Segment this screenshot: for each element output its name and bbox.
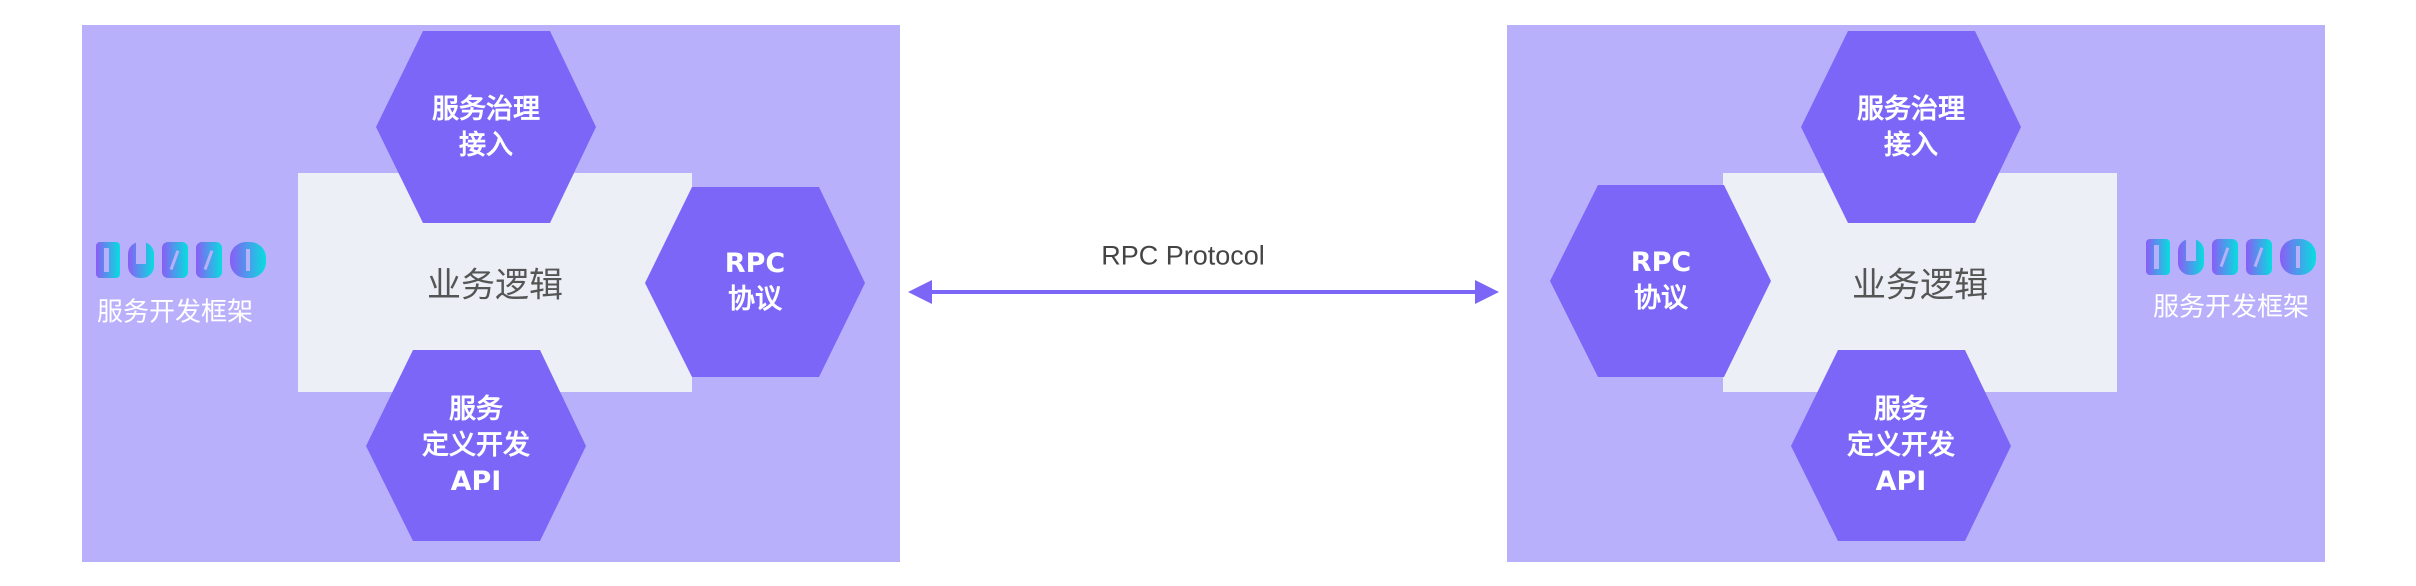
api-line: 服务 xyxy=(1874,394,1928,425)
api-line: 服务 xyxy=(449,394,503,425)
governance-line: 服务治理 xyxy=(432,94,540,125)
left-framework-label: 服务开发框架 xyxy=(96,297,254,328)
right-dubbo-logo xyxy=(2146,239,2318,279)
rpc-line: 协议 xyxy=(1634,283,1688,314)
left-dubbo-logo xyxy=(96,242,268,282)
rpc-protocol-label: RPC Protocol xyxy=(1101,240,1265,271)
right-rpc-hexagon xyxy=(1550,185,1771,377)
right-core-label: 业务逻辑 xyxy=(1852,265,1988,306)
api-line: API xyxy=(450,466,502,497)
left-rpc-label: RPC 协议 xyxy=(725,246,785,318)
left-governance-label: 服务治理接入 xyxy=(432,92,540,164)
right-governance-hexagon xyxy=(1801,31,2021,223)
left-api-label: 服务定义开发 API xyxy=(422,392,530,500)
dubbo-logo-icon xyxy=(2146,239,2316,275)
right-framework-label: 服务开发框架 xyxy=(2152,292,2310,323)
right-governance-label: 服务治理接入 xyxy=(1857,92,1965,164)
api-line: 定义开发 xyxy=(1847,430,1955,461)
rpc-line: 协议 xyxy=(728,284,782,315)
governance-line: 接入 xyxy=(1884,130,1938,161)
right-rpc-label: RPC 协议 xyxy=(1631,245,1691,317)
rpc-line: RPC xyxy=(1630,247,1692,278)
left-rpc-hexagon xyxy=(645,187,865,377)
dubbo-logo-icon xyxy=(96,242,266,278)
left-api-hexagon xyxy=(366,350,586,541)
api-line: API xyxy=(1875,466,1927,497)
right-api-label: 服务定义开发 API xyxy=(1847,392,1955,500)
left-governance-hexagon xyxy=(376,31,596,223)
rpc-line: RPC xyxy=(724,248,786,279)
governance-line: 服务治理 xyxy=(1857,94,1965,125)
right-api-hexagon xyxy=(1791,350,2011,541)
governance-line: 接入 xyxy=(459,130,513,161)
left-core-label: 业务逻辑 xyxy=(427,265,563,306)
api-line: 定义开发 xyxy=(422,430,530,461)
